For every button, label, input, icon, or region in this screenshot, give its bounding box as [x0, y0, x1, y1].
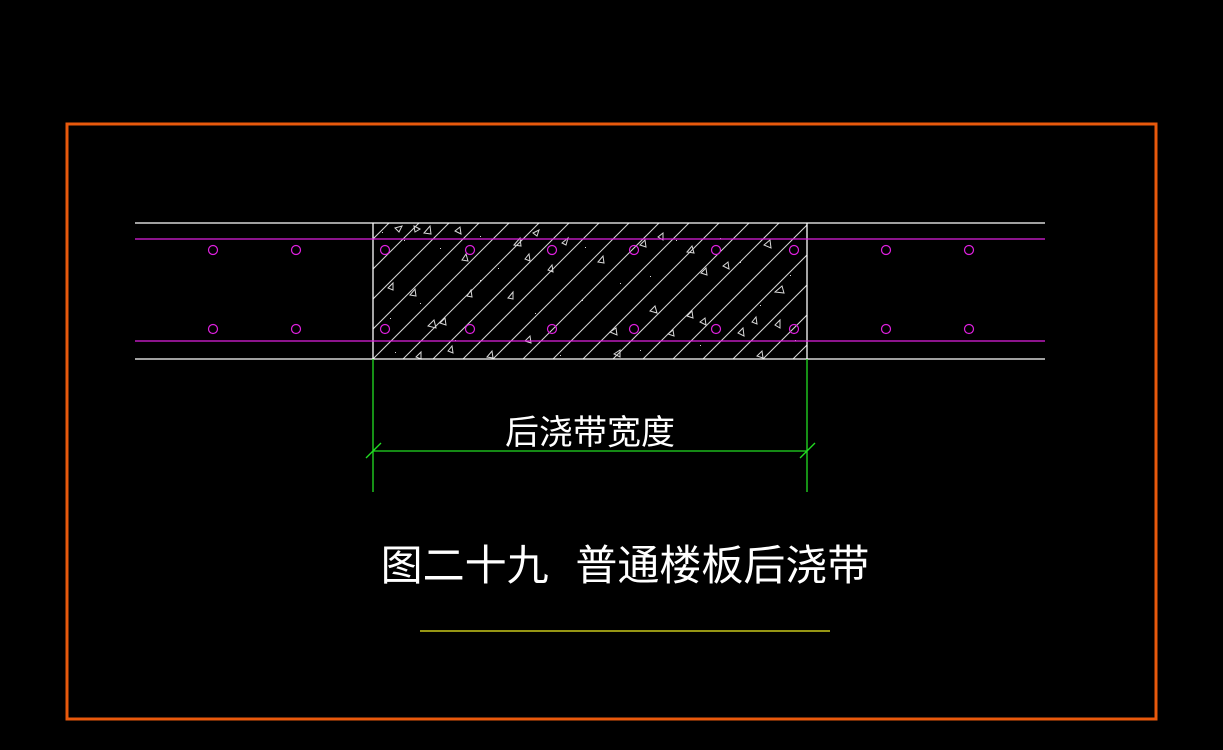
dimension-label: 后浇带宽度: [505, 413, 675, 453]
tick-left: [365, 442, 382, 459]
aggregate-symbols: [387, 224, 785, 360]
rebar-sections: [207, 244, 975, 335]
width-dimension: [365, 359, 816, 492]
drawing-frame: [65, 122, 1158, 721]
aggregate-dots: [382, 232, 796, 356]
post-pour-band: [373, 223, 807, 360]
figure-caption: 图二十九 普通楼板后浇带: [381, 541, 870, 590]
tick-right: [799, 442, 816, 459]
slab-outline: [135, 222, 1045, 360]
rebar-lines: [135, 238, 1045, 342]
diagonal-hatch: [373, 223, 807, 359]
